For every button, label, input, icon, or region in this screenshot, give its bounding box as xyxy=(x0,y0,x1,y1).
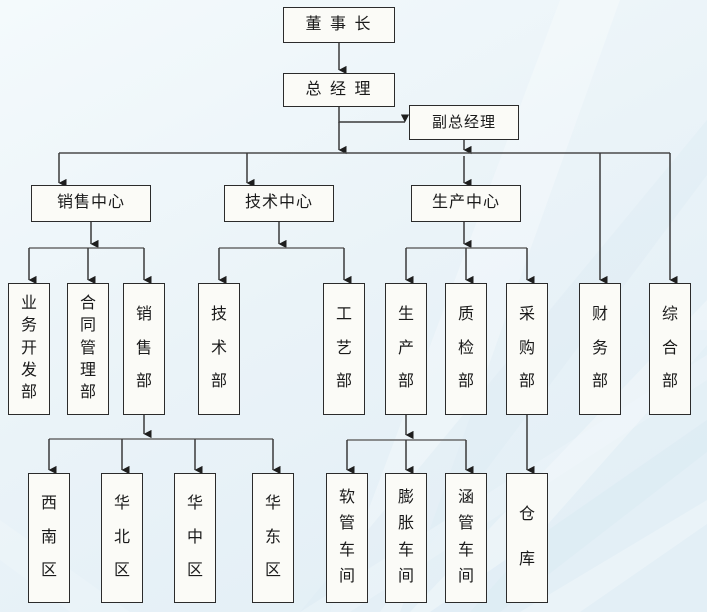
node-general-manager[interactable]: 总 经 理 xyxy=(283,73,395,107)
vertical-char: 务 xyxy=(20,317,37,335)
vertical-char: 中 xyxy=(186,528,203,546)
vertical-char: 同 xyxy=(79,317,96,335)
vertical-char: 涵 xyxy=(457,488,474,506)
vertical-char: 工 xyxy=(335,305,352,323)
node-quality-inspection-dept[interactable]: 质检部 xyxy=(445,283,487,415)
vertical-char: 艺 xyxy=(335,339,352,357)
node-production-center[interactable]: 生产中心 xyxy=(411,185,521,222)
vertical-char: 部 xyxy=(20,384,37,402)
vertical-char: 华 xyxy=(113,495,130,513)
vertical-char: 购 xyxy=(518,339,535,357)
vertical-char: 区 xyxy=(186,561,203,579)
vertical-char: 质 xyxy=(457,305,474,323)
vertical-char: 部 xyxy=(335,373,352,391)
node-region-north[interactable]: 华北区 xyxy=(101,473,143,603)
node-sales-dept[interactable]: 销售部 xyxy=(123,283,165,415)
vertical-char: 售 xyxy=(135,339,152,357)
vertical-char: 检 xyxy=(457,339,474,357)
node-purchasing-dept[interactable]: 采购部 xyxy=(506,283,548,415)
node-region-east[interactable]: 华东区 xyxy=(252,473,294,603)
node-sales-center-label: 销售中心 xyxy=(56,194,125,212)
node-contract-management-dept[interactable]: 合同管理部 xyxy=(67,283,109,415)
vertical-char: 开 xyxy=(20,339,37,357)
node-process-dept[interactable]: 工艺部 xyxy=(323,283,365,415)
vertical-char: 技 xyxy=(210,305,227,323)
vertical-char: 管 xyxy=(338,515,355,533)
vertical-char: 部 xyxy=(661,373,678,391)
vertical-char: 部 xyxy=(397,373,414,391)
node-expansion-workshop[interactable]: 膨胀车间 xyxy=(385,473,427,603)
vertical-char: 西 xyxy=(40,495,57,513)
node-sales-center[interactable]: 销售中心 xyxy=(31,185,151,222)
vertical-char: 华 xyxy=(186,495,203,513)
node-technology-center[interactable]: 技术中心 xyxy=(224,185,334,222)
vertical-char: 产 xyxy=(397,339,414,357)
vertical-char: 采 xyxy=(518,305,535,323)
node-warehouse[interactable]: 仓库 xyxy=(506,473,548,603)
vertical-char: 合 xyxy=(661,339,678,357)
edge-general-manager-to-deputy xyxy=(338,107,410,123)
vertical-char: 车 xyxy=(457,541,474,559)
node-chairman-label: 董 事 长 xyxy=(305,15,373,33)
vertical-char: 术 xyxy=(210,339,227,357)
vertical-char: 业 xyxy=(20,294,37,312)
vertical-char: 区 xyxy=(113,561,130,579)
vertical-char: 部 xyxy=(210,373,227,391)
node-hose-workshop[interactable]: 软管车间 xyxy=(326,473,368,603)
node-deputy-general-manager[interactable]: 副总经理 xyxy=(409,105,519,140)
node-culvert-workshop[interactable]: 涵管车间 xyxy=(445,473,487,603)
vertical-char: 部 xyxy=(518,373,535,391)
vertical-char: 胀 xyxy=(397,515,414,533)
vertical-char: 合 xyxy=(79,294,96,312)
node-production-dept[interactable]: 生产部 xyxy=(385,283,427,415)
node-finance-dept[interactable]: 财务部 xyxy=(579,283,621,415)
node-production-center-label: 生产中心 xyxy=(431,194,500,212)
vertical-char: 综 xyxy=(661,305,678,323)
node-technology-center-label: 技术中心 xyxy=(244,194,313,212)
vertical-char: 间 xyxy=(338,568,355,586)
vertical-char: 发 xyxy=(20,362,37,380)
vertical-char: 管 xyxy=(79,339,96,357)
vertical-char: 东 xyxy=(264,528,281,546)
node-business-development-dept[interactable]: 业务开发部 xyxy=(8,283,50,415)
vertical-char: 区 xyxy=(264,561,281,579)
vertical-char: 间 xyxy=(457,568,474,586)
node-deputy-general-manager-label: 副总经理 xyxy=(431,113,496,131)
node-region-central[interactable]: 华中区 xyxy=(174,473,216,603)
vertical-char: 部 xyxy=(79,384,96,402)
vertical-char: 车 xyxy=(338,541,355,559)
node-general-manager-label: 总 经 理 xyxy=(305,80,373,98)
vertical-char: 务 xyxy=(591,339,608,357)
vertical-char: 部 xyxy=(591,373,608,391)
node-region-southwest[interactable]: 西南区 xyxy=(28,473,70,603)
vertical-char: 北 xyxy=(113,528,130,546)
vertical-char: 理 xyxy=(79,362,96,380)
node-technology-dept[interactable]: 技术部 xyxy=(198,283,240,415)
vertical-char: 部 xyxy=(135,373,152,391)
vertical-char: 车 xyxy=(397,541,414,559)
vertical-char: 软 xyxy=(338,488,355,506)
vertical-char: 部 xyxy=(457,373,474,391)
vertical-char: 华 xyxy=(264,495,281,513)
vertical-char: 南 xyxy=(40,528,57,546)
vertical-char: 生 xyxy=(397,305,414,323)
vertical-char: 膨 xyxy=(397,488,414,506)
node-general-affairs-dept[interactable]: 综合部 xyxy=(649,283,691,415)
vertical-char: 管 xyxy=(457,515,474,533)
vertical-char: 仓 xyxy=(518,506,535,524)
vertical-char: 财 xyxy=(591,305,608,323)
vertical-char: 间 xyxy=(397,568,414,586)
vertical-char: 库 xyxy=(518,550,535,568)
vertical-char: 销 xyxy=(135,305,152,323)
node-chairman[interactable]: 董 事 长 xyxy=(283,7,395,43)
vertical-char: 区 xyxy=(40,561,57,579)
